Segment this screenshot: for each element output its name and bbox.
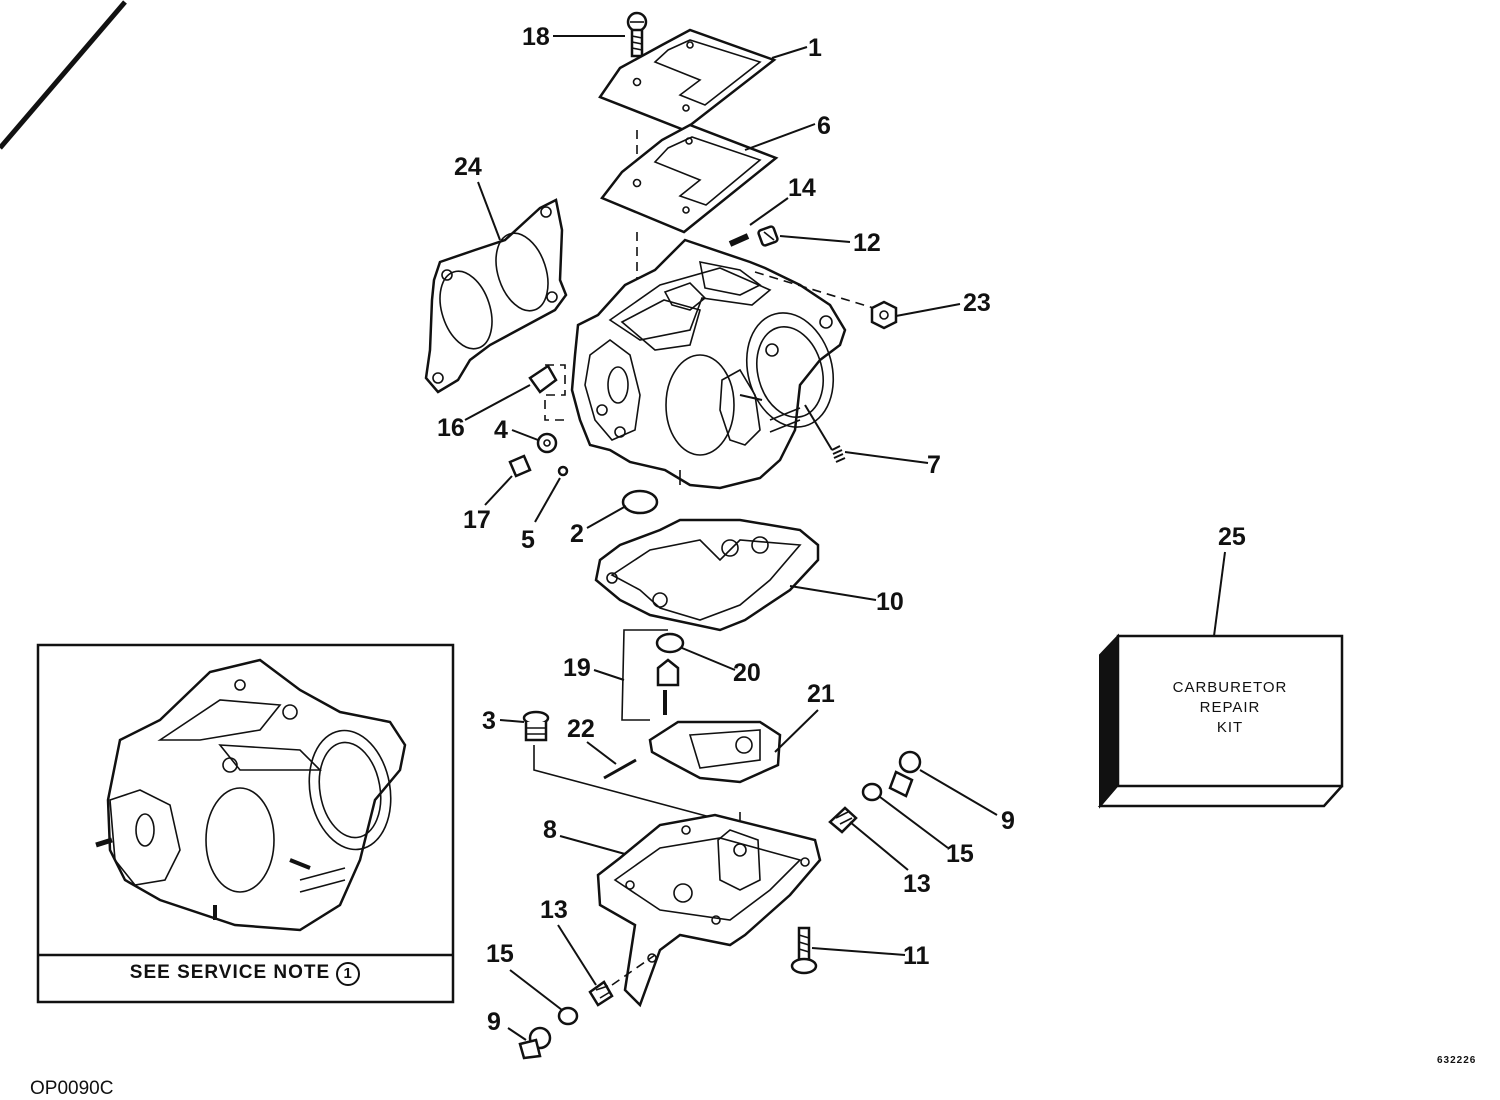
part-15-washer-upper — [861, 782, 883, 802]
part-9-screw-lower — [518, 1026, 552, 1060]
callout-21: 21 — [807, 680, 835, 708]
callout-13-left: 13 — [540, 896, 568, 924]
part-2-disc — [621, 489, 659, 515]
inset-carburetor-assembly — [95, 658, 407, 932]
callout-23: 23 — [963, 289, 991, 317]
part-24-flange-gasket — [424, 198, 568, 394]
inset-box — [36, 643, 455, 1004]
part-6-gasket — [600, 123, 779, 234]
part-8-float-bowl — [596, 813, 822, 1008]
corner-line — [0, 0, 127, 150]
part-21-float — [648, 720, 782, 784]
callout-1: 1 — [808, 34, 822, 62]
callout-15-left: 15 — [486, 940, 514, 968]
callout-20: 20 — [733, 659, 761, 687]
part-7-spring — [831, 445, 846, 463]
leader-lines — [464, 35, 1226, 1041]
part-4-washer — [536, 432, 558, 454]
callout-24: 24 — [454, 153, 482, 181]
callout-13-right: 13 — [903, 870, 931, 898]
part-1-cover — [598, 28, 777, 132]
figure-code: OP0090C — [30, 1078, 114, 1099]
part-10-bowl-gasket — [594, 518, 820, 632]
needle-valve — [656, 658, 680, 715]
part-9-screw-upper — [888, 750, 922, 798]
callout-9-right: 9 — [1001, 807, 1015, 835]
kit-label-line-2: REPAIR — [1199, 699, 1261, 716]
callout-7: 7 — [927, 451, 941, 479]
callout-22: 22 — [567, 715, 595, 743]
part-13-jet-lower — [588, 980, 614, 1007]
callout-17: 17 — [463, 506, 491, 534]
callout-12: 12 — [853, 229, 881, 257]
callout-18: 18 — [522, 23, 550, 51]
part-23-nut — [870, 300, 898, 330]
callout-8: 8 — [543, 816, 557, 844]
kit-label-line-3: KIT — [1216, 719, 1244, 736]
service-note-number: 1 — [336, 962, 361, 986]
reference-number: 632226 — [1437, 1055, 1477, 1066]
part-12-plug — [757, 225, 779, 247]
service-note-text: SEE SERVICE NOTE — [129, 962, 331, 983]
callout-5: 5 — [521, 526, 535, 554]
callout-25: 25 — [1218, 523, 1246, 551]
callout-10: 10 — [876, 588, 904, 616]
callout-labels: 18 1 6 24 14 12 23 16 4 7 17 5 2 10 25 1… — [437, 23, 1246, 1036]
part-5-ball — [557, 465, 569, 477]
part-15-washer-lower — [557, 1006, 579, 1026]
repair-kit-box — [1097, 633, 1344, 809]
callout-16: 16 — [437, 414, 465, 442]
callout-3: 3 — [482, 707, 496, 735]
part-22-pin — [603, 758, 637, 780]
carburetor-body — [570, 238, 847, 490]
part-3-jet — [522, 710, 550, 742]
part-19-bracket — [621, 629, 668, 721]
callout-11: 11 — [903, 942, 930, 970]
part-18-screw — [626, 11, 648, 58]
repair-kit-label: CARBURETOR REPAIR KIT — [1140, 678, 1320, 738]
part-13-jet-upper — [828, 806, 858, 834]
callout-6: 6 — [817, 112, 831, 140]
kit-label-line-1: CARBURETOR — [1172, 679, 1288, 696]
callout-2: 2 — [570, 520, 584, 548]
callout-4: 4 — [494, 416, 508, 444]
part-20-washer — [655, 632, 685, 654]
callout-9-left: 9 — [487, 1008, 501, 1036]
part-11-screw — [790, 926, 818, 975]
callout-15-right: 15 — [946, 840, 974, 868]
callout-14: 14 — [788, 174, 816, 202]
part-14-pin — [728, 233, 750, 247]
callout-19: 19 — [563, 654, 591, 682]
part-16-needle — [528, 364, 558, 394]
part-17-plug — [508, 454, 532, 478]
